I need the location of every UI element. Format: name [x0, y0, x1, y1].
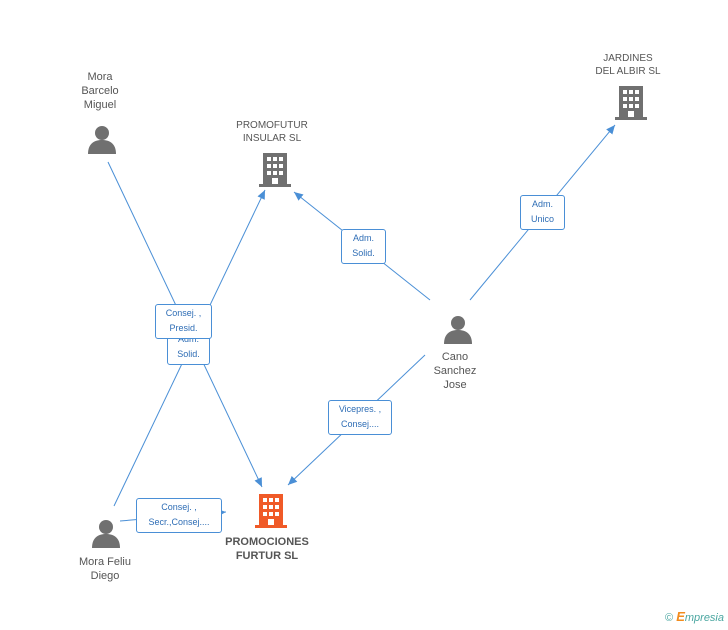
brand-initial: E: [676, 609, 685, 624]
edge-label-cano-jardines: Adm. Unico: [520, 195, 565, 230]
copyright-symbol: ©: [665, 612, 674, 624]
building-icon-focus[interactable]: [255, 494, 287, 528]
empresia-logo[interactable]: © Empresia: [665, 609, 724, 624]
edge-label-mora-feliu-promociones: Consej. , Secr.,Consej....: [136, 498, 222, 533]
person-label-cano-sanchez[interactable]: Cano Sanchez Jose: [433, 351, 477, 391]
building-icon[interactable]: [259, 153, 291, 187]
person-label-mora-barcelo[interactable]: Mora Barcelo Miguel: [81, 71, 119, 111]
brand-name: mpresia: [684, 612, 724, 624]
company-label-promociones[interactable]: PROMOCIONES FURTUR SL: [225, 536, 309, 562]
person-label-mora-feliu[interactable]: Mora Feliu Diego: [79, 556, 131, 582]
building-icon[interactable]: [615, 86, 647, 120]
edge-label-cano-promofutur: Adm. Solid.: [341, 229, 386, 264]
company-label-jardines[interactable]: JARDINES DEL ALBIR SL: [595, 53, 661, 77]
edge-label-cano-promociones: Vicepres. , Consej....: [328, 400, 392, 435]
company-label-promofutur[interactable]: PROMOFUTUR INSULAR SL: [236, 120, 308, 144]
person-icon[interactable]: [91, 518, 121, 548]
person-icon[interactable]: [443, 314, 473, 344]
person-icon[interactable]: [87, 124, 117, 154]
edge-label-mora-barcelo-promociones: Consej. , Presid.: [155, 304, 212, 339]
